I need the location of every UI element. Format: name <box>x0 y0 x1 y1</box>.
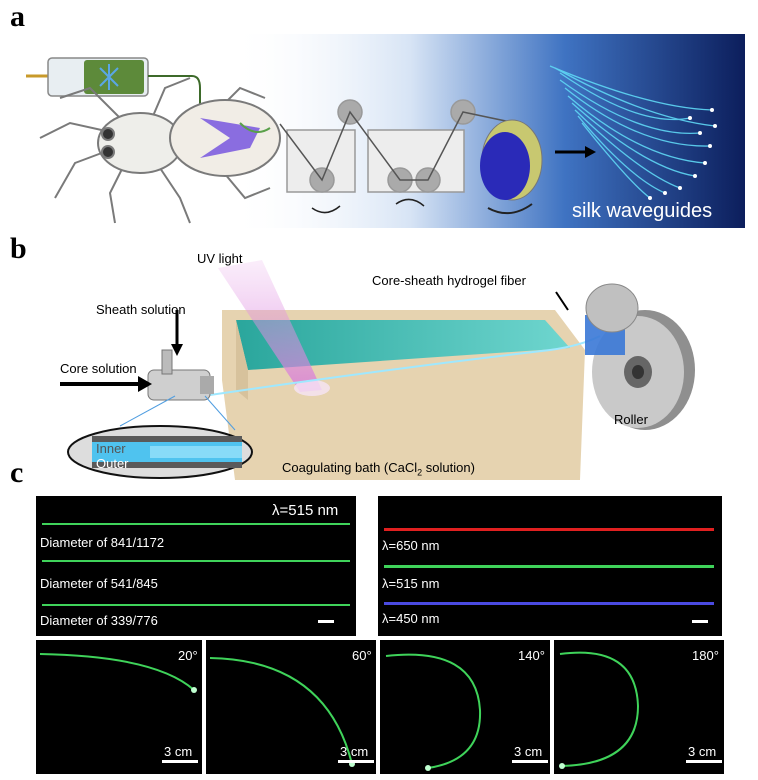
roller <box>585 283 695 430</box>
uv-beam <box>218 260 322 392</box>
fiber-line-3 <box>42 604 350 606</box>
wavelength-panel: λ=650 nm λ=515 nm λ=450 nm <box>378 496 722 636</box>
spider <box>39 77 281 224</box>
panel-b-illustration <box>60 260 695 480</box>
wavelength-label: λ=515 nm <box>272 502 339 519</box>
bend-angle: 60° <box>352 648 372 663</box>
bath-label: Coagulating bath (CaCl2 solution) <box>282 460 475 478</box>
fiber-tips <box>648 108 717 200</box>
panel-b-letter: b <box>10 232 27 265</box>
scale-label: 3 cm <box>340 744 369 759</box>
scale-bar <box>692 620 708 623</box>
panel-c-letter: c <box>10 456 24 489</box>
nozzle-inset <box>67 395 253 479</box>
fiber-pointer <box>555 291 569 311</box>
collecting-spool <box>480 119 543 215</box>
scale-bar <box>512 760 548 763</box>
silk-waveguides-label: silk waveguides <box>572 200 713 222</box>
bend-image-20: 20° 3 cm <box>36 640 202 774</box>
syringe <box>26 57 201 138</box>
fiber-line-blue <box>384 602 714 605</box>
fiber-line-1 <box>42 523 350 525</box>
fiber-line-2 <box>42 560 350 562</box>
outer-label: Outer <box>96 456 129 471</box>
bend-angle: 20° <box>178 648 198 663</box>
wavelength-label-1: λ=650 nm <box>382 538 440 553</box>
uv-light-label: UV light <box>197 251 243 266</box>
diameter-label-3: Diameter of 339/776 <box>40 613 158 628</box>
fiber-line-red <box>384 528 714 531</box>
core-solution-label: Core solution <box>60 361 137 376</box>
sheath-solution-label: Sheath solution <box>96 302 186 317</box>
hydrogel-fiber <box>209 335 601 396</box>
silk-waveguide-fibers <box>549 65 716 199</box>
scale-bar <box>318 620 334 623</box>
wavelength-label-3: λ=450 nm <box>382 611 440 626</box>
panel-a-illustration <box>26 34 745 228</box>
fiber-line-green <box>384 565 714 568</box>
coagulating-bath <box>222 310 585 480</box>
scale-label: 3 cm <box>514 744 543 759</box>
fiber-label: Core-sheath hydrogel fiber <box>372 273 526 288</box>
diameter-label-1: Diameter of 841/1172 <box>40 535 165 550</box>
diameter-panel: λ=515 nm Diameter of 841/1172 Diameter o… <box>36 496 356 636</box>
roller-label: Roller <box>614 412 648 427</box>
bend-image-140: 140° 3 cm <box>380 640 550 774</box>
panel-a-letter: a <box>10 0 25 33</box>
wavelength-label-2: λ=515 nm <box>382 576 440 591</box>
scale-bar <box>162 760 198 763</box>
scale-bar <box>686 760 722 763</box>
bend-angle: 180° <box>692 648 719 663</box>
scale-label: 3 cm <box>164 744 193 759</box>
bend-image-180: 180° 3 cm <box>554 640 724 774</box>
scale-label: 3 cm <box>688 744 717 759</box>
nozzle <box>147 349 214 401</box>
diameter-label-2: Diameter of 541/845 <box>40 576 158 591</box>
inner-label: Inner <box>96 441 126 456</box>
bend-image-60: 60° 3 cm <box>206 640 376 774</box>
scale-bar <box>338 760 374 763</box>
bend-angle: 140° <box>518 648 545 663</box>
spinning-baths <box>279 99 521 214</box>
